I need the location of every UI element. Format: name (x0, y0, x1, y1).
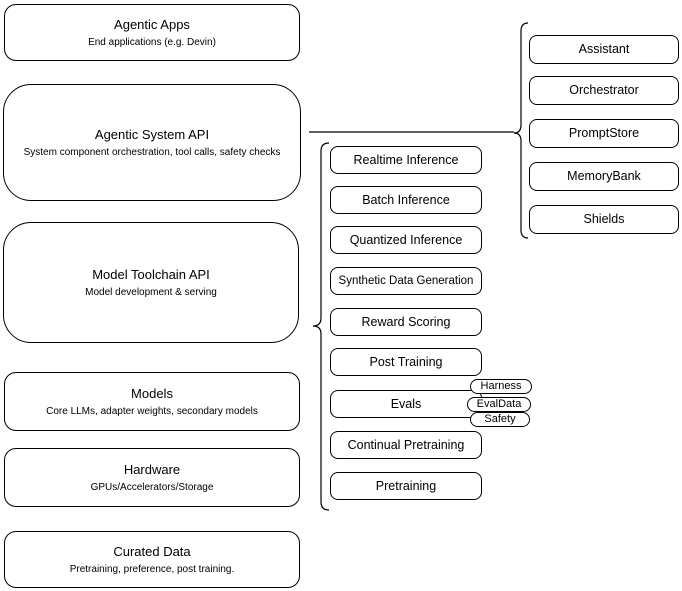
component-promptstore: PromptStore (529, 119, 679, 148)
box-subtitle: Core LLMs, adapter weights, secondary mo… (46, 405, 258, 417)
item-label: Post Training (369, 354, 443, 369)
item-label: Realtime Inference (353, 152, 459, 167)
box-curated-data: Curated Data Pretraining, preference, po… (4, 531, 300, 588)
item-label: Quantized Inference (349, 232, 463, 247)
component-shields: Shields (529, 205, 679, 234)
toolchain-item-post-training: Post Training (330, 348, 482, 376)
toolchain-item-pretraining: Pretraining (330, 472, 482, 500)
item-label: Reward Scoring (361, 314, 451, 329)
toolchain-item-synthetic-data-generation: Synthetic Data Generation (330, 267, 482, 295)
toolchain-item-realtime-inference: Realtime Inference (330, 146, 482, 174)
box-subtitle: Model development & serving (85, 286, 217, 298)
box-agentic-system-api: Agentic System API System component orch… (3, 84, 301, 201)
box-subtitle: System component orchestration, tool cal… (23, 146, 281, 158)
item-label: MemoryBank (567, 169, 641, 183)
box-subtitle: Pretraining, preference, post training. (69, 563, 235, 575)
evals-pill-harness: Harness (470, 379, 532, 394)
item-label: PromptStore (568, 126, 640, 140)
toolchain-brace (312, 142, 330, 511)
toolchain-item-quantized-inference: Quantized Inference (330, 226, 482, 254)
item-label: Orchestrator (569, 83, 639, 97)
item-label: Pretraining (375, 478, 437, 493)
box-title: Model Toolchain API (92, 266, 210, 282)
toolchain-item-evals: Evals (330, 390, 482, 418)
component-orchestrator: Orchestrator (529, 76, 679, 105)
box-subtitle: End applications (e.g. Devin) (88, 36, 216, 48)
evals-pill-safety: Safety (470, 412, 530, 427)
box-title: Agentic System API (94, 126, 210, 142)
item-label: Shields (583, 212, 625, 226)
toolchain-item-reward-scoring: Reward Scoring (330, 308, 482, 336)
box-title: Curated Data (113, 543, 191, 559)
box-hardware: Hardware GPUs/Accelerators/Storage (4, 448, 300, 507)
box-title: Agentic Apps (114, 16, 190, 32)
item-label: Synthetic Data Generation (338, 274, 474, 287)
evals-pill-evaldata: EvalData (467, 397, 531, 412)
component-memorybank: MemoryBank (529, 162, 679, 191)
component-assistant: Assistant (529, 35, 679, 64)
item-label: Assistant (578, 42, 630, 56)
box-model-toolchain-api: Model Toolchain API Model development & … (3, 222, 299, 343)
box-agentic-apps: Agentic Apps End applications (e.g. Devi… (4, 4, 300, 61)
components-brace (513, 22, 529, 239)
box-subtitle: GPUs/Accelerators/Storage (90, 481, 214, 493)
box-models: Models Core LLMs, adapter weights, secon… (4, 372, 300, 431)
item-label: Continual Pretraining (347, 437, 465, 452)
box-title: Hardware (123, 461, 181, 477)
toolchain-item-continual-pretraining: Continual Pretraining (330, 431, 482, 459)
toolchain-item-batch-inference: Batch Inference (330, 186, 482, 214)
item-label: Evals (390, 396, 422, 411)
box-title: Models (131, 385, 173, 401)
item-label: Batch Inference (362, 192, 450, 207)
